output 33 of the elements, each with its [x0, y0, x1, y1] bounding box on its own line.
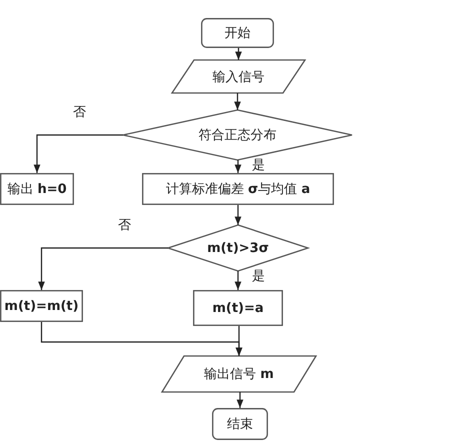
- arrow: [235, 48, 242, 60]
- node-text: 输出 h=0: [7, 181, 67, 198]
- terminal-box: [212, 408, 268, 440]
- arrow: [40, 322, 242, 356]
- node-text: 输入信号: [212, 68, 264, 86]
- process-box: [193, 290, 283, 326]
- node-text: 计算标准偏差 σ与均值 a: [166, 181, 310, 198]
- node-text: m(t)>3σ: [207, 240, 269, 256]
- node-text: 输出信号 m: [204, 366, 274, 383]
- node-text: m(t)=a: [212, 300, 264, 316]
- io-parallelogram: [162, 356, 316, 392]
- arrow: [34, 134, 123, 173]
- edge-label: 否: [118, 217, 131, 234]
- decision-diamond: [123, 110, 352, 160]
- terminal-box: [201, 18, 274, 48]
- process-box: [0, 173, 74, 205]
- node-text: m(t)=m(t): [4, 298, 79, 314]
- node-text: 开始: [224, 25, 250, 42]
- process-box: [0, 290, 83, 322]
- arrow: [234, 271, 242, 290]
- arrow: [234, 205, 242, 225]
- arrow: [236, 392, 244, 408]
- edge-label: 是: [252, 268, 265, 285]
- arrow: [38, 247, 168, 290]
- node-text: 结束: [227, 416, 253, 433]
- node-text: 符合正态分布: [198, 127, 276, 144]
- io-parallelogram: [172, 60, 305, 93]
- arrow: [234, 160, 242, 173]
- edge-label: 否: [73, 104, 86, 121]
- arrow: [234, 93, 241, 110]
- process-box: [142, 173, 334, 205]
- edge-label: 是: [252, 157, 265, 174]
- decision-diamond: [168, 225, 308, 271]
